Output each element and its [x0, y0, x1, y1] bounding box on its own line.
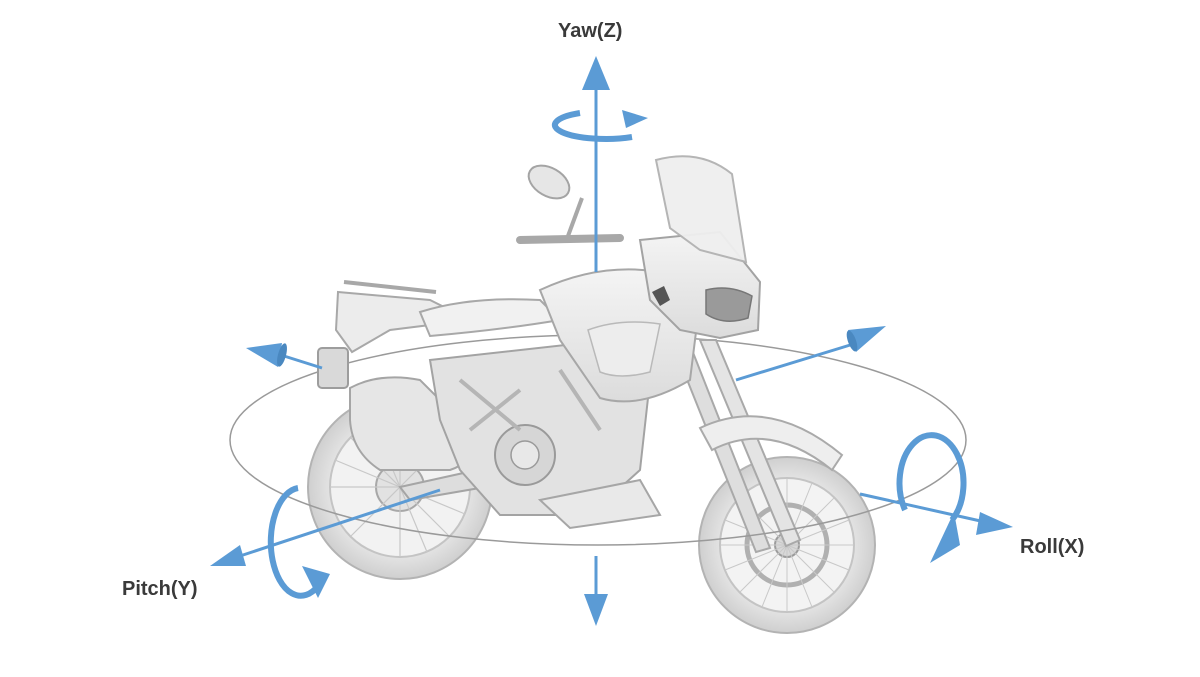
roll-front-arrowhead: [976, 512, 1013, 535]
yaw-axis-label: Yaw(Z): [558, 20, 623, 42]
roll-axis-line-front: [859, 492, 986, 524]
pitch-axis-line-rear: [283, 354, 323, 370]
roll-rotation-arrow-icon: [896, 432, 967, 563]
yaw-rotation-arrow-icon: [551, 110, 648, 142]
motorcycle-illustration: [307, 155, 876, 634]
roll-axis-line-rear: [735, 340, 861, 382]
pitch-front-arrowhead: [210, 545, 246, 566]
horizontal-plane-ellipse-front: [229, 439, 967, 546]
yaw-up-arrowhead: [582, 56, 610, 90]
roll-axis-label: Roll(X): [1020, 536, 1085, 558]
roll-axis: [735, 326, 1013, 563]
pitch-rotation-arrow-icon: [267, 485, 330, 599]
pitch-axis: [210, 343, 441, 599]
pitch-rear-cone: [246, 343, 282, 367]
yaw-down-cone: [584, 594, 608, 626]
yaw-axis: [551, 56, 648, 626]
roll-rear-cone: [848, 326, 886, 352]
pitch-axis-label: Pitch(Y): [122, 578, 198, 600]
